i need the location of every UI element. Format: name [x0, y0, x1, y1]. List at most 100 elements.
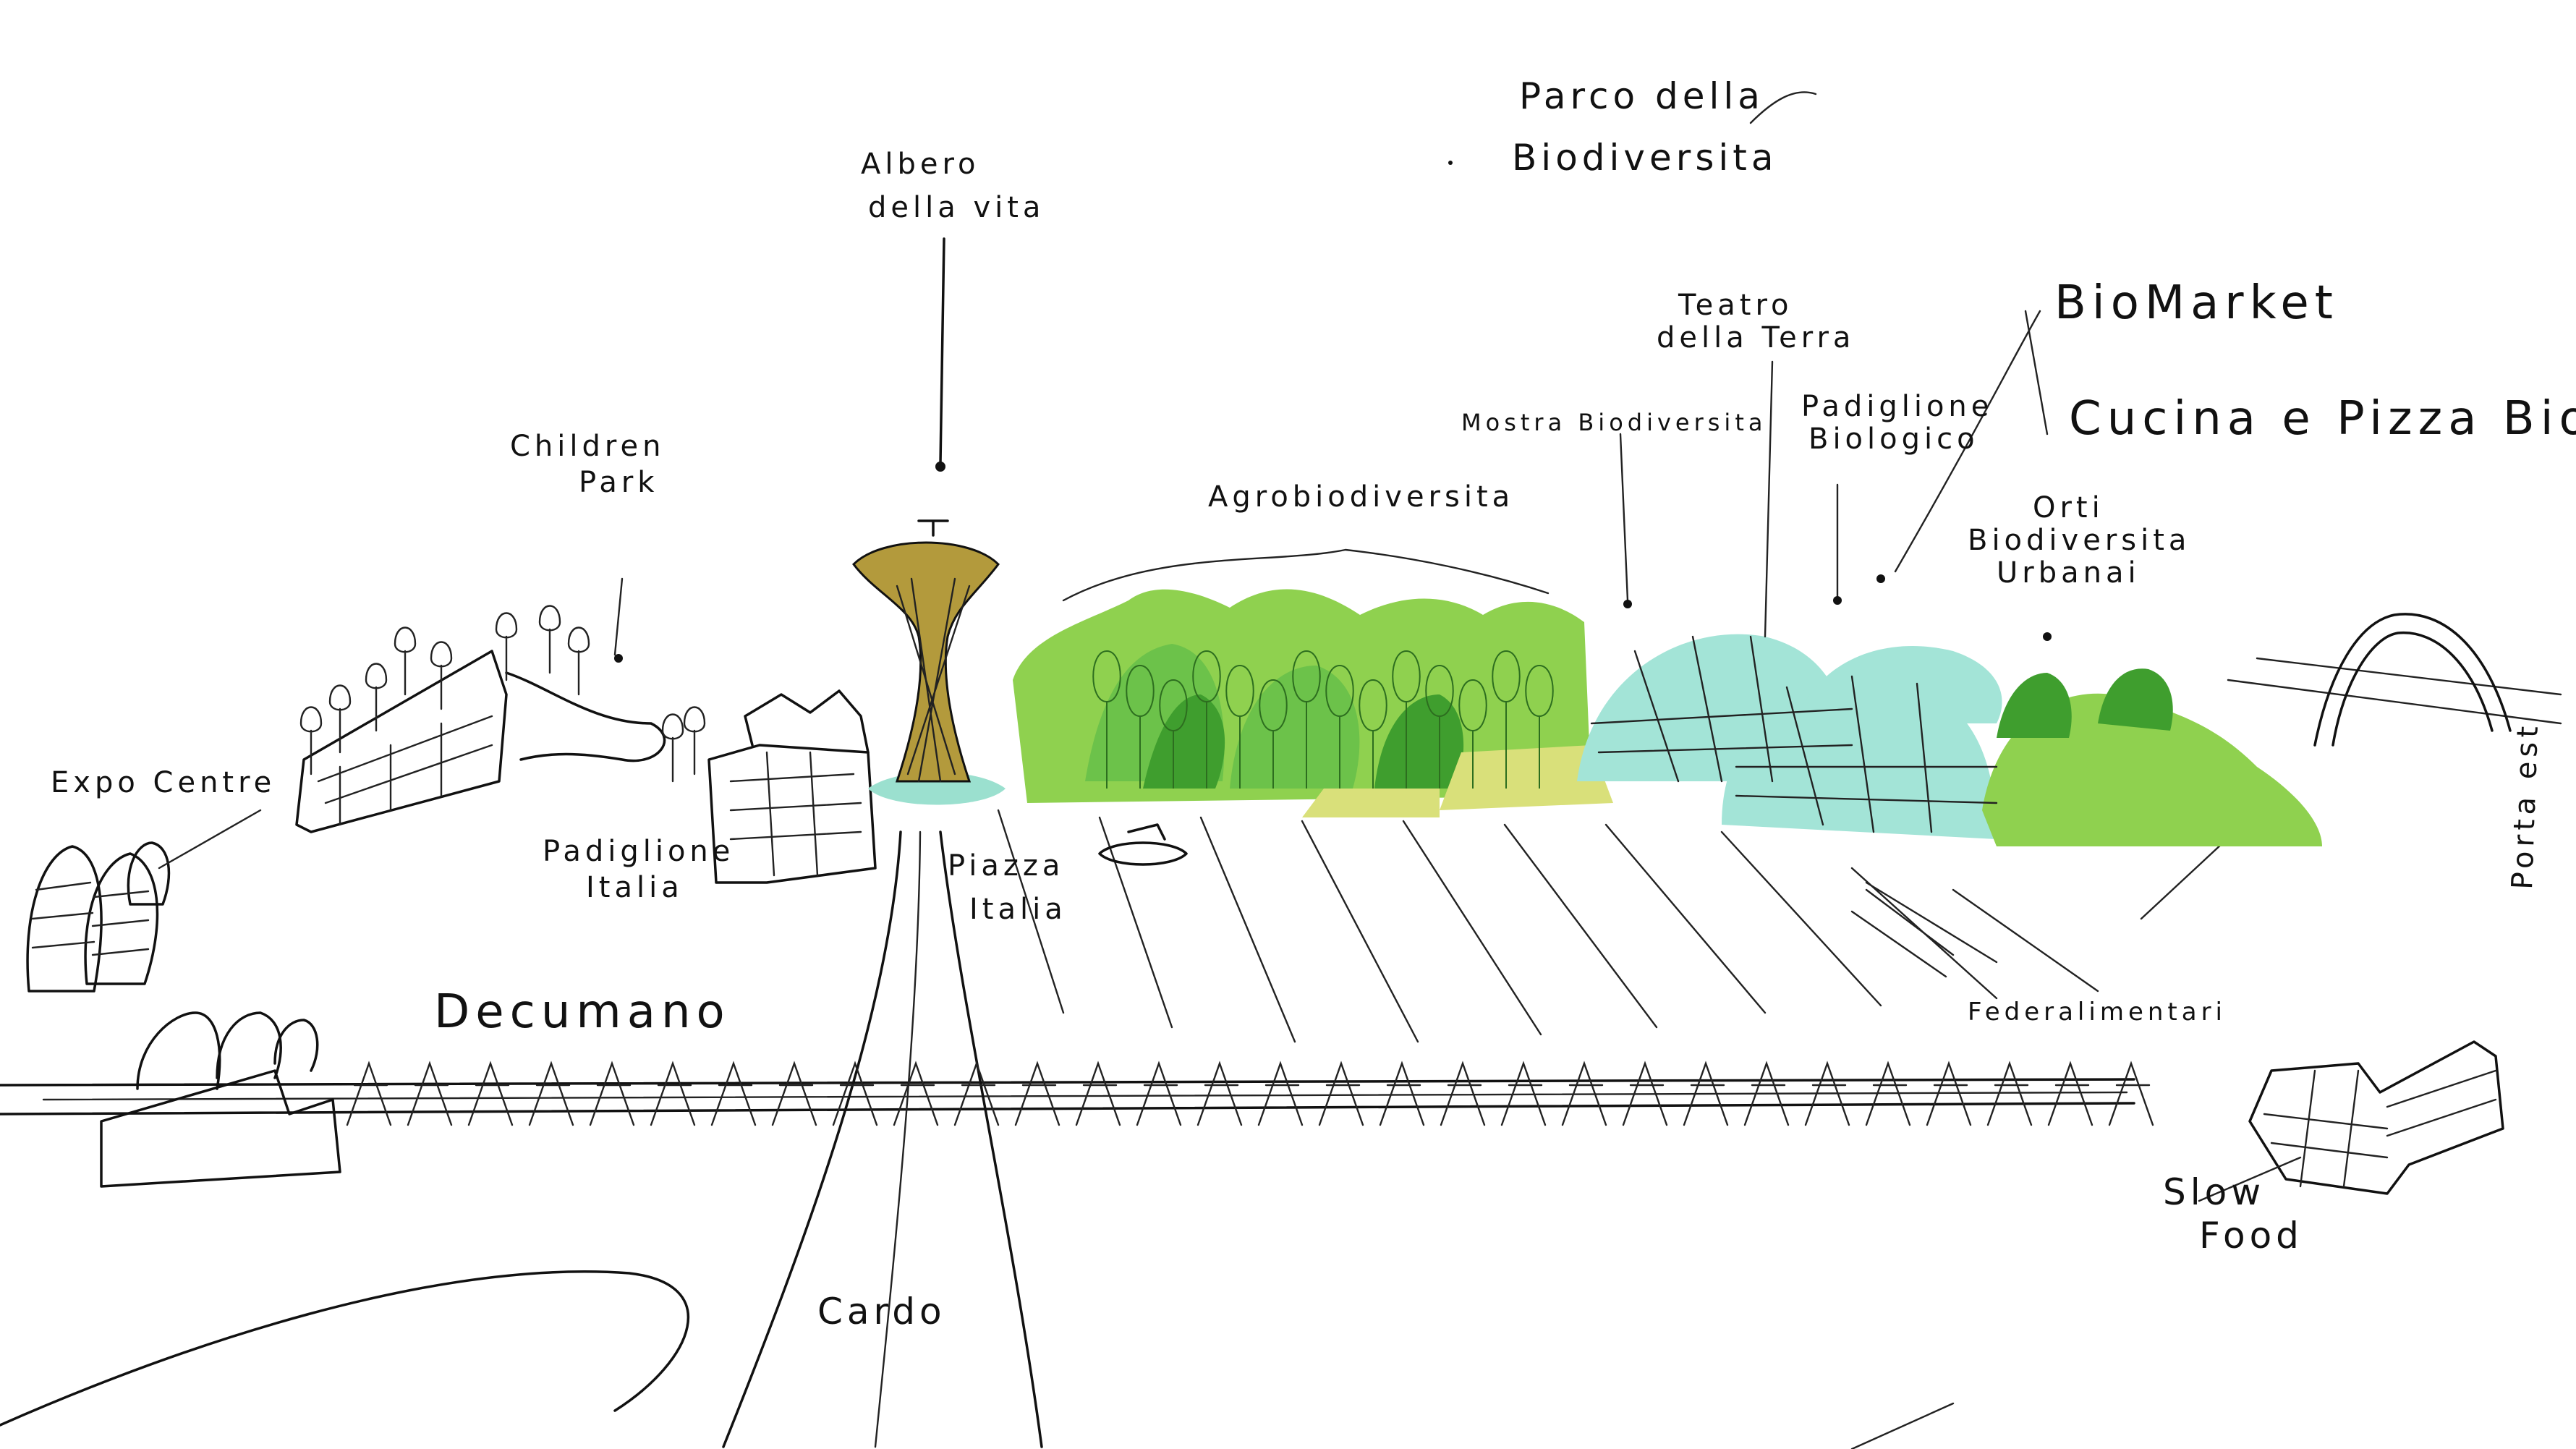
albero-label-2: della vita: [868, 191, 1045, 224]
slow-food-building: [2248, 1040, 2504, 1195]
decumano-tree: [1075, 1061, 1121, 1126]
teatro-label-2: della Terra: [1657, 321, 1855, 354]
decumano-label: Decumano: [434, 985, 731, 1039]
decumano-tree: [1804, 1061, 1850, 1126]
slow-food-label-1: Slow: [2163, 1171, 2265, 1213]
teatro-label-1: Teatro: [1678, 289, 1793, 322]
decumano-tree: [1500, 1061, 1547, 1126]
decumano-trees: [346, 1061, 2154, 1126]
park-trees: [299, 605, 706, 783]
vegetation-tree: [1425, 664, 1454, 789]
albero-label-1: Albero: [861, 148, 980, 181]
vegetation-tree: [1159, 679, 1188, 789]
decumano-tree: [1926, 1061, 1972, 1126]
vegetation-tree: [1492, 650, 1521, 789]
park-tree: [394, 626, 417, 696]
vegetation-tree: [1292, 650, 1321, 789]
decumano-tree: [953, 1061, 1000, 1126]
agrobiodiversita-vegetation: [1013, 589, 2322, 846]
decumano-tree: [771, 1061, 817, 1126]
park-tree: [661, 713, 684, 783]
decumano-tree: [1986, 1061, 2033, 1126]
decumano-tree: [2047, 1061, 2093, 1126]
vegetation-tree: [1458, 679, 1487, 789]
park-tree: [430, 641, 453, 710]
cucina-label: Cucina e Pizza Bio: [2069, 392, 2576, 446]
mostra-biodiversita-label: Mostra Biodiversita: [1461, 409, 1767, 436]
decumano-building: [100, 1011, 341, 1188]
park-tree: [567, 626, 590, 696]
decumano-tree: [1561, 1061, 1607, 1126]
park-tree: [683, 706, 706, 776]
padiglione-italia-label-2: Italia: [586, 871, 684, 904]
decumano-tree: [1622, 1061, 1668, 1126]
federalimentari-lines: [1850, 888, 1955, 978]
decumano-tree: [1743, 1061, 1790, 1126]
decumano-tree: [1865, 1061, 1911, 1126]
orti-label-1: Orti: [2033, 491, 2104, 524]
padiglione-italia-building: [707, 689, 877, 884]
decumano-tree: [1196, 1061, 1243, 1126]
decumano-tree: [467, 1061, 514, 1126]
decumano-tree: [650, 1061, 696, 1126]
decumano-tree: [710, 1061, 757, 1126]
federalimentari-label: Federalimentari: [1968, 998, 2227, 1027]
cardo-label: Cardo: [817, 1291, 946, 1333]
vegetation-tree: [1092, 650, 1121, 789]
title-line-1: Parco della: [1519, 75, 1764, 117]
decumano-tree: [1014, 1061, 1060, 1126]
children-park-label-2: Park: [579, 466, 658, 499]
children-park-label-1: Children: [510, 430, 665, 463]
biomarket-label: BioMarket: [2054, 276, 2339, 330]
vegetation-tree: [1192, 650, 1221, 789]
vegetation-tree: [1126, 664, 1155, 789]
decumano-tree: [1683, 1061, 1729, 1126]
labels: Parco della Biodiversita Albero della vi…: [51, 75, 2576, 1333]
decumano-tree: [589, 1061, 635, 1126]
park-tree: [365, 663, 388, 732]
vegetation-tree: [1525, 664, 1554, 789]
expo-blocks: [295, 650, 666, 833]
decumano-tree: [2108, 1061, 2154, 1126]
decumano-tree: [893, 1061, 939, 1126]
slow-food-label-2: Food: [2199, 1215, 2303, 1257]
expo-centre-domes: [26, 841, 171, 993]
vegetation-trees: [1092, 650, 1554, 789]
vegetation-tree: [1392, 650, 1421, 789]
park-tree: [328, 684, 352, 754]
padiglione-biologico-label-2: Biologico: [1808, 422, 1979, 456]
decumano-tree: [346, 1061, 392, 1126]
decumano-tree: [1440, 1061, 1486, 1126]
vegetation-tree: [1325, 664, 1354, 789]
park-tree: [495, 612, 518, 681]
decumano-tree: [528, 1061, 574, 1126]
porta-est-label: Porta est: [2506, 721, 2545, 890]
vegetation-tree: [1259, 679, 1288, 789]
expo-centre-label: Expo Centre: [51, 766, 276, 799]
piazza-italia-label-2: Italia: [969, 893, 1067, 926]
decumano-tree: [1136, 1061, 1182, 1126]
decumano-tree: [832, 1061, 878, 1126]
marker-dots: [614, 161, 2052, 663]
agrobiodiversita-label: Agrobiodiversita: [1208, 480, 1514, 514]
piazza-italia-label-1: Piazza: [948, 849, 1064, 883]
vegetation-tree: [1225, 664, 1254, 789]
title-line-2: Biodiversita: [1512, 137, 1778, 179]
padiglione-italia-label-1: Padiglione: [543, 835, 734, 868]
park-tree: [538, 605, 561, 674]
park-tree: [299, 706, 323, 776]
porta-est-arch: [2313, 613, 2512, 747]
decumano-tree: [1318, 1061, 1364, 1126]
decumano-tree: [407, 1061, 453, 1126]
padiglione-biologico-label-1: Padiglione: [1801, 390, 1993, 423]
decumano-tree: [1379, 1061, 1425, 1126]
greenhouse-grid: [1590, 635, 1998, 833]
orti-label-3: Urbanai: [1997, 556, 2141, 590]
leader-lines: [158, 91, 2302, 1202]
decumano-tree: [1257, 1061, 1304, 1126]
orti-label-2: Biodiversita: [1968, 524, 2190, 557]
vegetation-tree: [1359, 679, 1387, 789]
albero-della-vita-tower: [852, 519, 1006, 805]
piazza-fountain: [1098, 823, 1188, 866]
